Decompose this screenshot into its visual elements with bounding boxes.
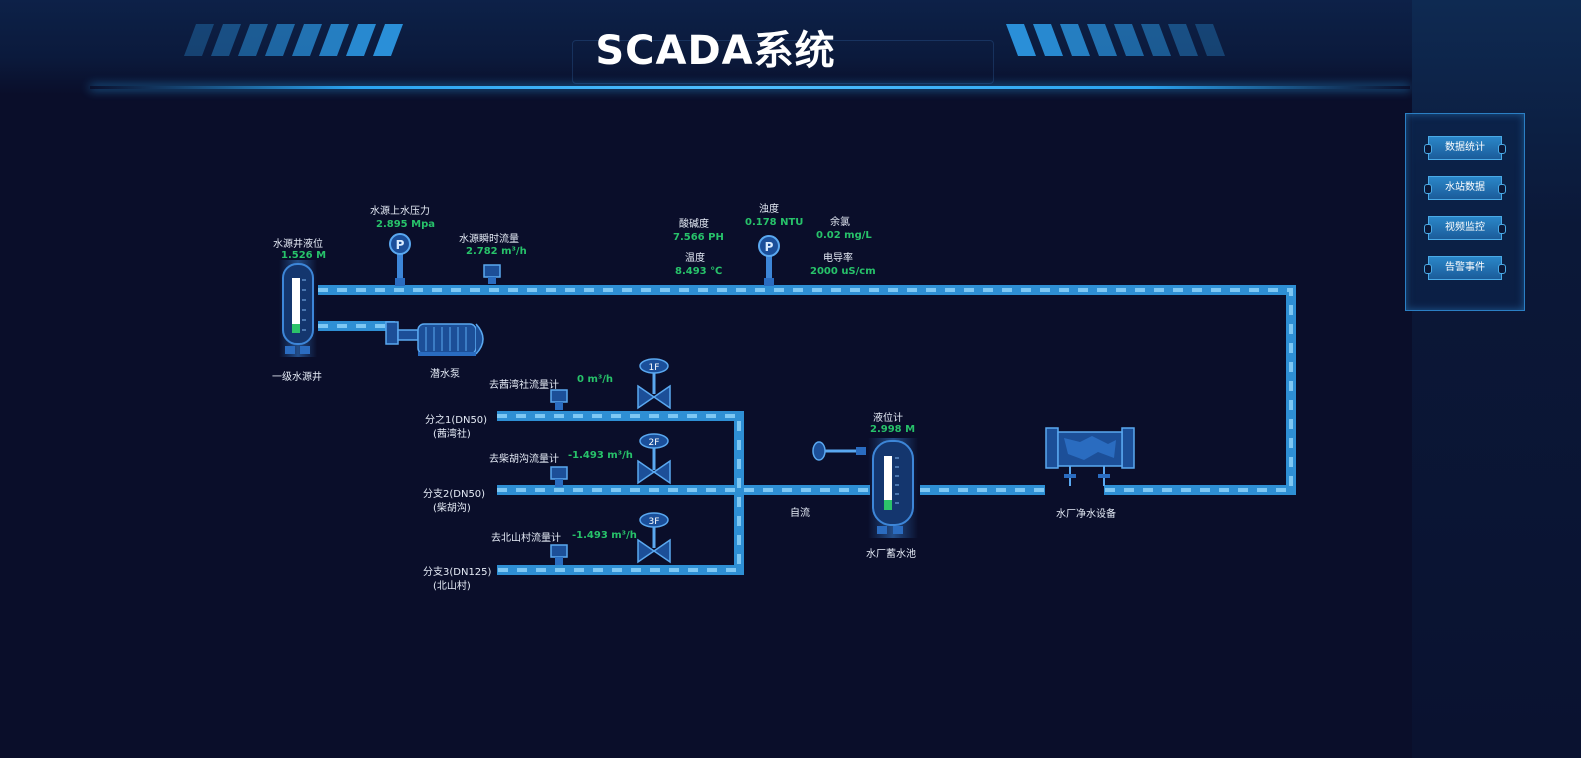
title-frame <box>572 40 994 84</box>
ph-value: 7.566 PH <box>673 232 724 243</box>
turbidity-gauge-icon: P <box>758 235 780 286</box>
svg-text:P: P <box>396 238 405 252</box>
chlorine-value: 0.02 mg/L <box>816 230 872 241</box>
tank-level-value: 2.998 M <box>870 424 916 435</box>
header-glow-line <box>90 86 1410 89</box>
branch2-sub: (柴胡沟) <box>433 503 471 514</box>
branch3-meter-label: 去北山村流量计 <box>491 533 561 544</box>
pipe-network <box>318 285 1296 575</box>
submersible-pump-icon <box>385 321 484 356</box>
well-level-value: 1.526 M <box>281 250 327 261</box>
branch1-sub: (茜湾社) <box>433 429 471 440</box>
storage-tank-gauge <box>868 438 918 538</box>
tank-level-sensor-icon <box>812 441 866 461</box>
pressure-value: 2.895 Mpa <box>376 219 435 230</box>
temperature-value: 8.493 ℃ <box>675 266 723 277</box>
menu-data-stats-button[interactable]: 数据统计 <box>1424 136 1506 160</box>
page-title: SCADA系统 <box>595 28 836 74</box>
valve-1f-label: 1F <box>649 363 660 373</box>
menu-alarm-events-button[interactable]: 告警事件 <box>1424 256 1506 280</box>
branch3-flow-value: -1.493 m³/h <box>572 530 637 541</box>
branch1-flow-value: 0 m³/h <box>577 374 614 385</box>
temperature-label: 温度 <box>685 253 705 264</box>
well-level-label: 水源井液位 <box>273 239 323 250</box>
branch3-name: 分支3(DN125) <box>423 567 492 578</box>
well-level-gauge <box>279 260 317 357</box>
flow-label: 水源瞬时流量 <box>459 234 519 245</box>
branch1-meter-icon <box>550 389 568 410</box>
pump-label: 潜水泵 <box>430 369 460 380</box>
valve-1f-icon[interactable] <box>637 358 671 410</box>
nav-menu-panel: 数据统计 水站数据 视频监控 告警事件 <box>1405 113 1525 311</box>
valve-2f-icon[interactable] <box>637 433 671 485</box>
process-diagram: P P 1F <box>279 233 1296 575</box>
turbidity-value: 0.178 NTU <box>745 217 804 228</box>
menu-video-monitor-button[interactable]: 视频监控 <box>1424 216 1506 240</box>
well-name-label: 一级水源井 <box>272 372 322 383</box>
header-bar <box>0 0 1581 95</box>
treatment-plant-label: 水厂净水设备 <box>1056 509 1116 520</box>
branch2-meter-label: 去柴胡沟流量计 <box>489 454 559 465</box>
flow-value: 2.782 m³/h <box>466 246 527 257</box>
branch3-meter-icon <box>550 544 568 565</box>
gravity-flow-label: 自流 <box>790 508 810 519</box>
branch2-meter-icon <box>550 466 568 487</box>
conductivity-value: 2000 uS/cm <box>810 266 876 277</box>
flow-meter-icon <box>483 264 501 284</box>
treatment-plant-icon <box>1045 427 1135 486</box>
menu-station-data-button[interactable]: 水站数据 <box>1424 176 1506 200</box>
header-stripes-left <box>184 24 403 56</box>
chlorine-label: 余氯 <box>830 217 850 228</box>
header-stripes-right <box>1006 24 1225 56</box>
valve-3f-icon[interactable] <box>637 512 671 564</box>
branch1-meter-label: 去茜湾社流量计 <box>489 380 559 391</box>
storage-tank-label: 水厂蓄水池 <box>866 549 916 560</box>
branch3-sub: (北山村) <box>433 581 471 592</box>
branch2-flow-value: -1.493 m³/h <box>568 450 633 461</box>
branch2-name: 分支2(DN50) <box>423 489 486 500</box>
turbidity-label: 浊度 <box>759 204 779 215</box>
branch1-name: 分之1(DN50) <box>425 415 488 426</box>
valve-2f-label: 2F <box>649 438 660 448</box>
tank-level-label: 液位计 <box>873 413 903 424</box>
conductivity-label: 电导率 <box>823 253 853 264</box>
svg-text:P: P <box>765 240 774 254</box>
pressure-gauge-icon: P <box>389 233 411 286</box>
valve-3f-label: 3F <box>649 517 660 527</box>
ph-label: 酸碱度 <box>679 219 709 230</box>
pressure-label: 水源上水压力 <box>370 206 430 217</box>
